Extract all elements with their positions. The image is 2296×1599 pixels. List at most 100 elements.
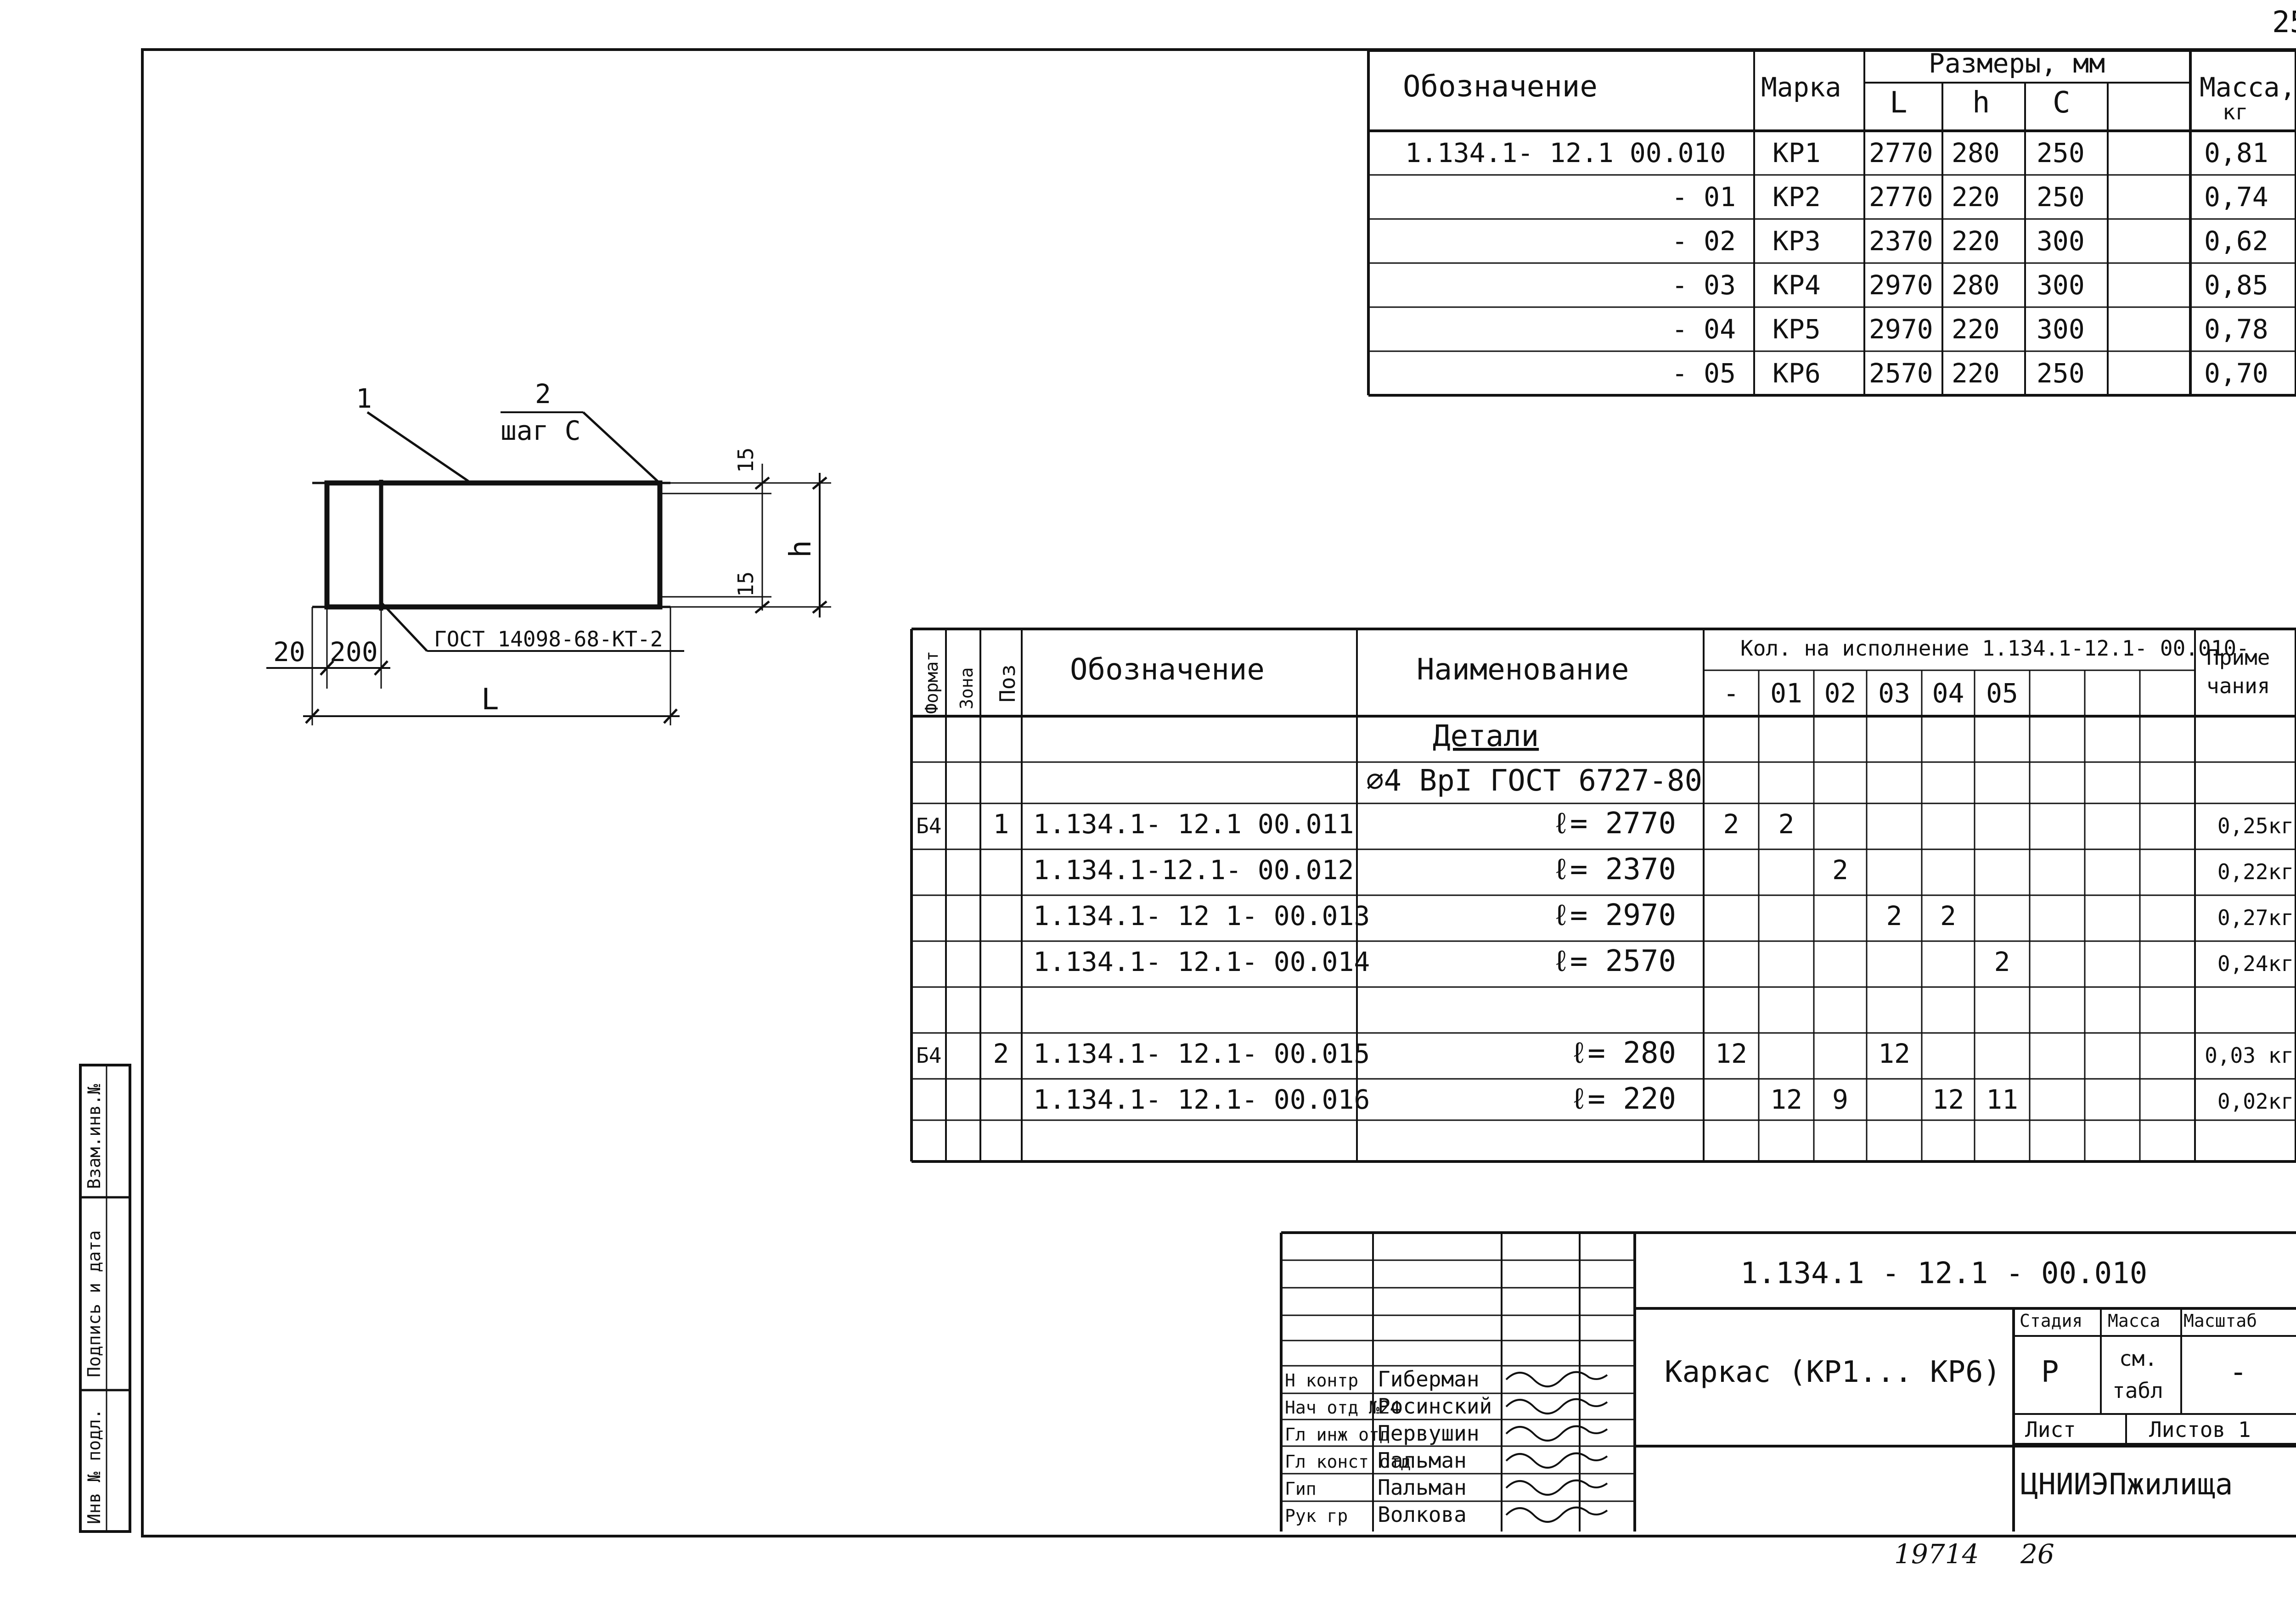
marks-row-mark: КР3 xyxy=(1773,225,1821,257)
spec-row-qty: 12 xyxy=(1878,1038,1910,1069)
marks-row-L: 2770 xyxy=(1869,181,1933,213)
spec-row-designation: 1.134.1-12.1- 00.012 xyxy=(1033,854,1354,886)
spec-row-name: ℓ= 2770 xyxy=(1552,807,1676,841)
title-block-grid xyxy=(1280,1231,2296,1532)
marks-header-C: C xyxy=(2053,86,2071,120)
spec-row-qty: 12 xyxy=(1932,1084,1964,1115)
stage-label: Стадия xyxy=(2020,1311,2082,1331)
stamp-podpis-data: Подпись и дата xyxy=(84,1230,104,1377)
marks-row-h: 220 xyxy=(1952,358,2000,389)
spec-row-qty: 12 xyxy=(1715,1038,1747,1069)
spec-row-note: 0,25кг xyxy=(2217,814,2294,838)
spec-section-title: Детали xyxy=(1433,719,1539,753)
drawing-title: Каркас (КР1... КР6) xyxy=(1665,1355,2001,1389)
spec-table-grid xyxy=(910,628,2296,1163)
spec-row-qty: 12 xyxy=(1770,1084,1802,1115)
spec-row-format: Б4 xyxy=(916,814,941,838)
spec-header-format: Формат xyxy=(922,651,942,714)
signature-scribble xyxy=(1505,1506,1608,1523)
marks-row-mass: 0,74 xyxy=(2204,181,2268,213)
marks-row-h: 280 xyxy=(1952,269,2000,301)
sketch-dim-15-top: 15 xyxy=(733,448,758,473)
spec-row-pos: 1 xyxy=(993,808,1009,840)
marks-row-L: 2970 xyxy=(1869,314,1933,345)
spec-table: Формат Зона Поз Обозначение Наименование… xyxy=(910,628,2296,1163)
sketch-dim-20: 20 xyxy=(273,636,305,668)
spec-header-zone: Зона xyxy=(957,667,977,709)
spec-row-qty: 2 xyxy=(1723,808,1739,840)
marks-row-designation: - 03 xyxy=(1671,269,1736,301)
spec-row-designation: 1.134.1- 12.1- 00.015 xyxy=(1033,1038,1370,1069)
marks-row-C: 300 xyxy=(2037,269,2085,301)
sheet-label: Лист xyxy=(2025,1417,2076,1442)
signer-name: Волкова xyxy=(1378,1502,1467,1527)
spec-row-qty: 11 xyxy=(1986,1084,2018,1115)
marks-row-L: 2370 xyxy=(1869,225,1933,257)
signer-name: Первушин xyxy=(1378,1421,1480,1446)
frame-sketch xyxy=(266,411,831,725)
marks-row-mass: 0,85 xyxy=(2204,269,2268,301)
mass-value-2: табл xyxy=(2112,1378,2163,1403)
signature-scribble xyxy=(1505,1479,1608,1496)
signer-name: Пальман xyxy=(1378,1475,1467,1500)
marks-row-h: 220 xyxy=(1952,314,2000,345)
signer-role: Гл конст отд xyxy=(1285,1452,1411,1472)
spec-qty-col-header: 05 xyxy=(1986,678,2018,709)
spec-row-note: 0,22кг xyxy=(2217,859,2294,884)
marks-row-designation: - 04 xyxy=(1671,314,1736,345)
marks-header-designation: Обозначение xyxy=(1403,70,1598,104)
spec-row-name: ℓ= 280 xyxy=(1570,1036,1676,1070)
marks-header-L: L xyxy=(1890,86,1908,120)
spec-row-note: 0,02кг xyxy=(2217,1089,2294,1114)
sheets-label: Листов 1 xyxy=(2149,1417,2251,1442)
marks-header-mass-unit: кг xyxy=(2223,100,2248,124)
spec-row-qty: 2 xyxy=(1940,900,1956,931)
sketch-dim-200: 200 xyxy=(330,636,378,668)
spec-row-name: ℓ= 2370 xyxy=(1552,853,1676,886)
spec-row-note: 0,27кг xyxy=(2217,905,2294,930)
spec-row-format: Б4 xyxy=(916,1043,941,1068)
signer-name: Гиберман xyxy=(1378,1367,1480,1391)
marks-row-h: 220 xyxy=(1952,181,2000,213)
marks-row-L: 2970 xyxy=(1869,269,1933,301)
organization: ЦНИИЭПжилища xyxy=(2020,1468,2233,1502)
marks-row-L: 2570 xyxy=(1869,358,1933,389)
spec-header-qty: Кол. на исполнение 1.134.1-12.1- 00.010- xyxy=(1740,636,2249,661)
spec-qty-col-header: 02 xyxy=(1824,678,1857,709)
sketch-label-pos1: 1 xyxy=(356,383,372,414)
stamp-inv-no-podl: Инв № подл. xyxy=(84,1408,104,1524)
spec-row-note: 0,24кг xyxy=(2217,951,2294,976)
signer-role: Н контр xyxy=(1285,1370,1358,1391)
sketch-label-step: шаг C xyxy=(501,415,581,446)
spec-header-name: Наименование xyxy=(1417,653,1629,687)
marks-row-designation: - 01 xyxy=(1671,181,1736,213)
spec-qty-col-header: - xyxy=(1723,678,1739,709)
spec-row-qty: 2 xyxy=(1778,808,1795,840)
spec-row-designation: 1.134.1- 12 1- 00.013 xyxy=(1033,900,1370,931)
footer-copy-number: 26 xyxy=(2020,1538,2054,1570)
marks-row-mark: КР6 xyxy=(1773,358,1821,389)
footer-inv-number: 19714 xyxy=(1894,1538,1979,1570)
signature-scribble xyxy=(1505,1425,1608,1442)
signature-scribble xyxy=(1505,1371,1608,1387)
mass-value-1: см. xyxy=(2119,1346,2157,1371)
marks-row-mark: КР5 xyxy=(1773,314,1821,345)
spec-row-note: 0,03 кг xyxy=(2205,1043,2294,1068)
spec-qty-col-header: 04 xyxy=(1932,678,1964,709)
signer-role: Рук гр xyxy=(1285,1506,1348,1526)
mass-label: Масса xyxy=(2108,1311,2160,1331)
spec-qty-col-header: 01 xyxy=(1770,678,1802,709)
marks-header-mass: Масса, xyxy=(2200,72,2296,103)
spec-header-note-2: чания xyxy=(2206,673,2270,698)
marks-row-designation: - 02 xyxy=(1671,225,1736,257)
spec-row-qty: 9 xyxy=(1832,1084,1848,1115)
side-stamp: Взам.инв.№ Подпись и дата Инв № подл. xyxy=(79,1064,131,1533)
marks-row-C: 250 xyxy=(2037,137,2085,168)
marks-header-sizes: Размеры, мм xyxy=(1929,48,2105,79)
signer-role: Гип xyxy=(1285,1479,1317,1499)
